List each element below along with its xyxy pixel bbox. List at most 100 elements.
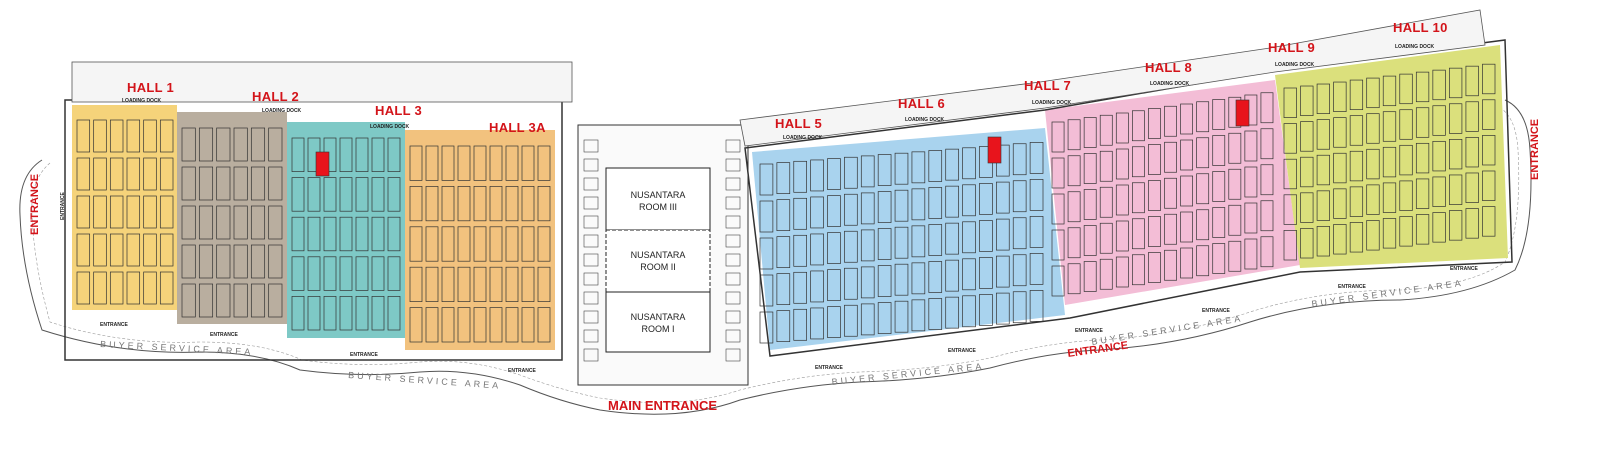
booth (143, 119, 157, 153)
booth (945, 185, 959, 218)
booth (268, 127, 283, 162)
booth (827, 158, 841, 190)
booth (1349, 115, 1364, 146)
hall-8-label: HALL 8 (1145, 60, 1192, 75)
booth (1148, 144, 1161, 175)
booth (996, 181, 1010, 214)
booth (1067, 227, 1081, 259)
booth (894, 300, 909, 333)
booth (827, 269, 841, 301)
booth (1465, 137, 1479, 168)
center-block (577, 124, 749, 386)
booth (1449, 139, 1463, 170)
booth (159, 271, 174, 305)
booth (962, 184, 976, 217)
booth (1300, 156, 1314, 188)
booth (425, 307, 439, 343)
east-entrance-label[interactable]: ENTRANCE (1529, 119, 1541, 180)
booth (776, 162, 791, 194)
booth (1012, 291, 1027, 324)
booth (827, 195, 841, 227)
booth (1244, 166, 1258, 198)
entrance-small-label-8: ENTRANCE (1202, 308, 1230, 314)
booth (996, 255, 1010, 288)
service-room (583, 272, 599, 286)
booth (268, 205, 283, 240)
booth (307, 216, 321, 252)
booth (945, 222, 959, 255)
booth (1180, 175, 1193, 207)
booth (216, 127, 231, 162)
booth (109, 233, 124, 267)
booth (1283, 194, 1297, 225)
hall-1-label: HALL 1 (127, 80, 174, 95)
booth (109, 195, 124, 229)
loading-dock-label-7: LOADING DOCK (1150, 81, 1190, 87)
booth (250, 166, 266, 201)
right-wing-booths (759, 63, 1496, 344)
booth (1067, 263, 1081, 295)
booth (143, 195, 157, 229)
highlight-booth-hall-8[interactable] (1235, 99, 1250, 127)
booth (441, 145, 455, 181)
booth (979, 183, 993, 215)
loading-dock-label-1: LOADING DOCK (122, 98, 162, 104)
hall-7-8-area[interactable] (1045, 80, 1300, 305)
booth (1228, 240, 1242, 272)
booth (1164, 141, 1177, 173)
main-entrance-label[interactable]: MAIN ENTRANCE (608, 398, 717, 413)
right-wing-service-strip (739, 9, 1486, 147)
service-room (725, 348, 741, 362)
highlight-booth-hall-3[interactable] (315, 151, 330, 177)
booth (371, 137, 385, 172)
booth (1260, 200, 1274, 232)
hall-9-10-area[interactable] (1275, 45, 1508, 268)
booth (928, 150, 943, 182)
booth (860, 266, 875, 299)
service-room (725, 234, 741, 248)
booth (1115, 184, 1129, 216)
booth (409, 145, 423, 181)
booth (181, 283, 196, 318)
booth (198, 127, 214, 162)
hall-3a-area[interactable] (405, 130, 555, 350)
booth (1283, 87, 1297, 118)
booth (1482, 135, 1496, 166)
service-room (725, 253, 741, 267)
booth (877, 154, 892, 186)
booth (181, 127, 196, 162)
booth (387, 216, 401, 252)
booth (198, 283, 214, 318)
hall-1-area[interactable] (72, 105, 177, 310)
booth (894, 263, 909, 296)
left-wing-booths (76, 119, 551, 343)
hall-2-area[interactable] (177, 112, 287, 324)
booth (810, 233, 824, 266)
loading-dock-label-4: LOADING DOCK (783, 135, 823, 141)
booth (323, 256, 337, 291)
booth (860, 229, 875, 262)
highlight-booth-hall-6[interactable] (987, 136, 1002, 164)
booth (233, 127, 248, 162)
booth (1316, 119, 1330, 150)
nusantara-room-i[interactable] (605, 291, 711, 353)
booth (1148, 108, 1161, 139)
booth (323, 177, 337, 212)
booth (793, 308, 807, 341)
booth (126, 233, 141, 267)
nusantara-room-ii[interactable] (605, 229, 711, 293)
booth (1099, 186, 1113, 218)
booth (1099, 222, 1113, 254)
booth (1212, 243, 1226, 274)
booth (1099, 114, 1113, 146)
hall-3-area[interactable] (287, 122, 405, 338)
booth (355, 296, 369, 331)
booth (93, 195, 107, 229)
nusantara-room-iii[interactable] (605, 167, 711, 231)
booth (339, 177, 353, 212)
room-iii-label-line1: NUSANTARA (631, 190, 686, 200)
booth (1333, 152, 1347, 184)
west-entrance-label[interactable]: ENTRANCE (29, 174, 41, 235)
booth (126, 195, 141, 229)
booth (1180, 211, 1193, 243)
